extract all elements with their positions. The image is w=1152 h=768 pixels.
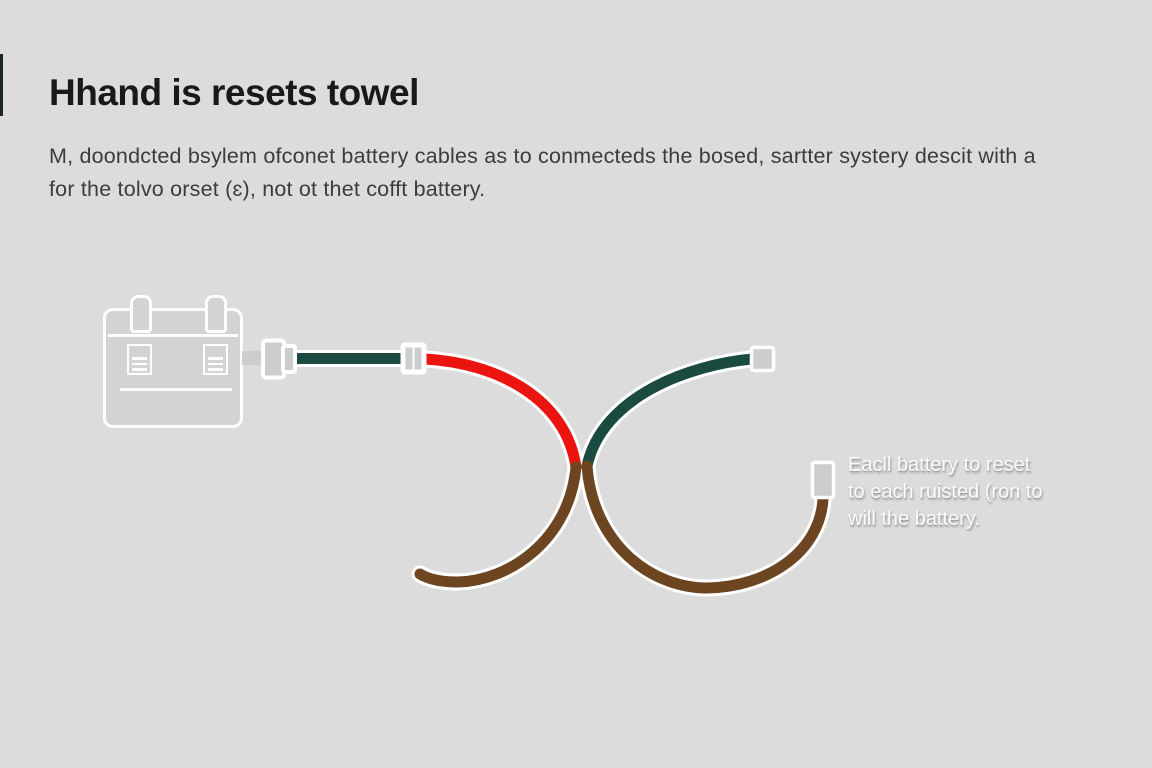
- battery-bottom-line: [120, 388, 232, 391]
- square-terminal-connector-icon: [749, 345, 776, 373]
- inline-coupler-connector-icon: [400, 342, 427, 375]
- battery-cell-label-left: [127, 344, 152, 375]
- brown-cable-left: [414, 461, 582, 588]
- car-battery-icon: [103, 295, 243, 428]
- battery-terminal-post-right: [205, 295, 227, 333]
- battery-plug-connector-icon: [242, 338, 297, 380]
- teal-jumper-cable: [581, 353, 758, 472]
- annotation-text: Eacll battery to reset to each ruisted (…: [848, 452, 1043, 533]
- battery-terminal-post-left: [130, 295, 152, 333]
- side-terminal-connector-icon: [810, 460, 836, 500]
- subtitle-line: M, doondcted bsylem ofconet battery cabl…: [49, 144, 1036, 168]
- battery-top-divider: [108, 334, 238, 337]
- annotation-line: to each ruisted (ron to: [848, 481, 1043, 503]
- page-title: Hhand is resets towel: [49, 72, 419, 113]
- subtitle-line: for the tolvo orset (ɛ), not ot thet cof…: [49, 177, 486, 201]
- brown-cable-right: [581, 460, 829, 594]
- subtitle: M, doondcted bsylem ofconet battery cabl…: [49, 140, 1036, 206]
- red-jumper-cable: [419, 353, 582, 473]
- battery-cell-label-right: [203, 344, 228, 375]
- annotation-line: Eacll battery to reset: [848, 454, 1031, 476]
- annotation-line: will the battery.: [848, 508, 980, 530]
- edge-mark: [0, 54, 3, 116]
- cable-halo: [578, 457, 832, 597]
